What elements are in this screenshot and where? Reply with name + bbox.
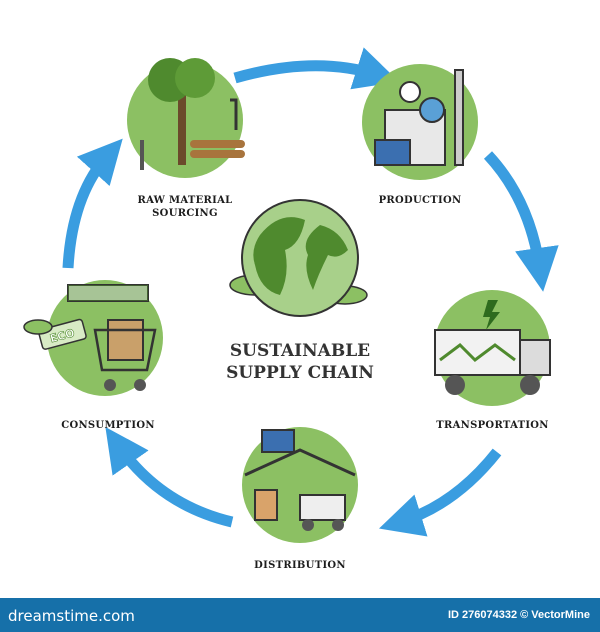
transportation-icon — [434, 290, 551, 406]
raw-material-sourcing-icon — [127, 58, 245, 178]
image-credit: ID 276074332 © VectorMine — [447, 609, 590, 621]
production-icon — [362, 64, 478, 180]
globe-icon — [229, 199, 368, 317]
supply-chain-diagram: ECO — [23, 47, 559, 543]
label-line: PRODUCTION — [378, 195, 462, 206]
label-line: TRANSPORTATION — [436, 420, 549, 431]
diagram-title: SUSTAINABLE SUPPLY CHAIN — [200, 340, 400, 384]
dreamstime-logo: dreamstime.com — [8, 607, 135, 625]
label-production: PRODUCTION — [360, 194, 480, 207]
label-consumption: CONSUMPTION — [48, 419, 168, 432]
label-line: SOURCING — [152, 208, 218, 219]
label-line: DISTRIBUTION — [254, 560, 346, 571]
arrow-production-to-transportation — [483, 151, 559, 292]
watermark-footer: dreamstime.com ID 276074332 © VectorMine — [0, 598, 600, 632]
title-line-1: SUSTAINABLE — [229, 341, 371, 361]
label-distribution: DISTRIBUTION — [240, 559, 360, 572]
arrow-distribution-to-consumption — [105, 426, 234, 528]
distribution-icon — [242, 427, 358, 543]
title-line-2: SUPPLY CHAIN — [226, 363, 374, 383]
arrow-sourcing-to-production — [233, 47, 399, 90]
label-raw-material-sourcing: RAW MATERIAL SOURCING — [125, 194, 245, 220]
arrow-transportation-to-distribution — [378, 448, 502, 537]
consumption-icon: ECO — [23, 280, 163, 396]
arrow-consumption-to-sourcing — [62, 138, 123, 269]
label-line: CONSUMPTION — [61, 420, 155, 431]
label-line: RAW MATERIAL — [137, 195, 233, 206]
label-transportation: TRANSPORTATION — [430, 419, 555, 432]
